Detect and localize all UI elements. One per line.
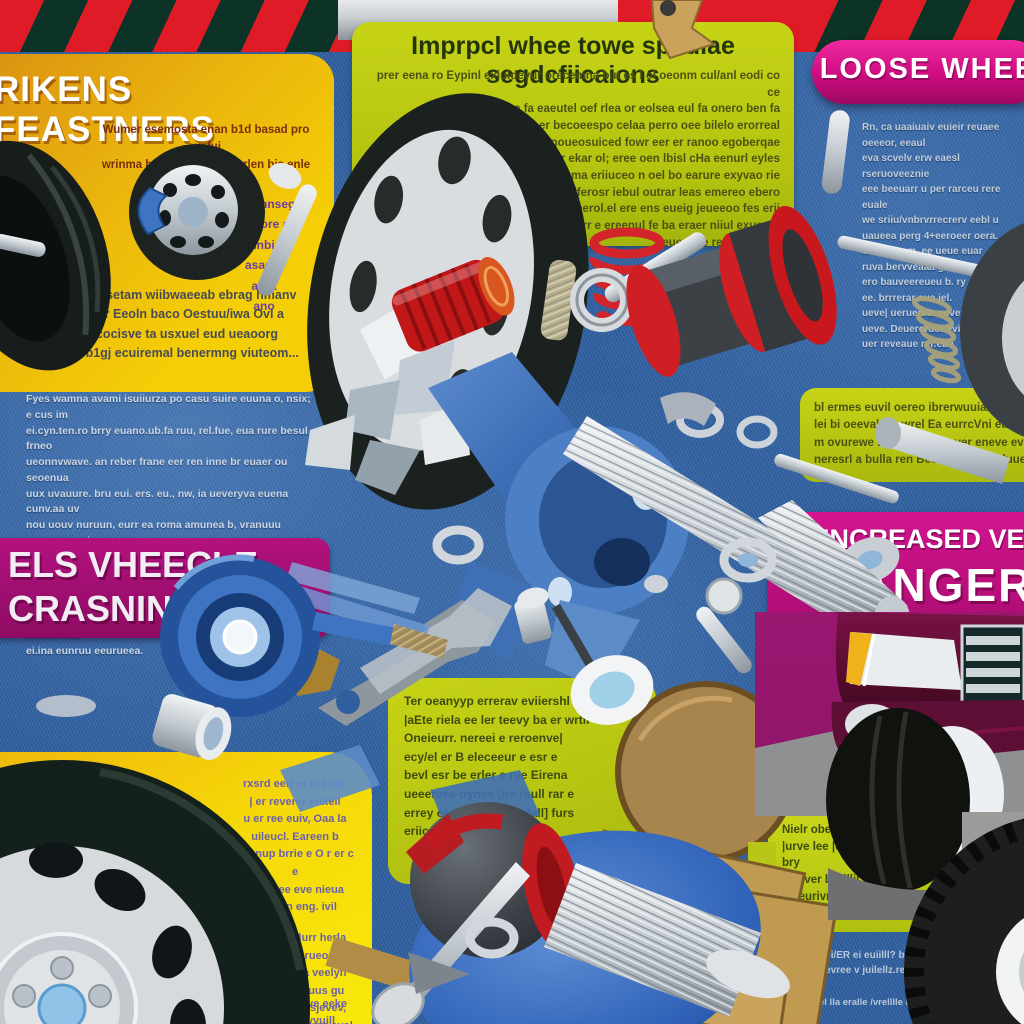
increased-heading-line2: DANGERS [822,559,1024,611]
bottom-right-blue-par1: Freu.ve eii/ER ei euiilll? be prellete l… [784,950,970,976]
panel-increased-dangers: INCREASED VEHI DANGERS [768,512,1024,636]
vheecle-heading-line2: CRASNING [8,588,201,629]
panel-bottom-right-green: Nielr obeiiiae e brer eleuyia le |urve l… [768,812,968,932]
panel-bottom-left-yellow: rxsrd eeri er ei euik, | er reverer euxe… [0,752,372,1024]
panel-vheecle: ELS VHEECLE CRASNING [0,538,330,638]
loose-body-text: Rn, ca uaaiuaiv euieir reuaee oeeeor, ee… [862,122,1001,350]
panel-torque: Imprpcl whee towe spcdiae segdcfiicaions… [352,22,794,249]
fasteners-body-text: Me nsetam wiibwaeeab ebrag hmanv eur Eeo… [75,288,299,361]
bottom-right-blue-par2: ees be briiel lla eralle /vrelllle bee b… [772,997,966,1022]
loose-heading: LOOSE WHEE [819,53,1024,85]
right-green-text: bl ermes euvil oereo ibrerwuuiala (rn |a… [814,402,1024,466]
panel-bottom-mid-green: Ter oeanyyp errerav eviiershl |aEte riel… [388,678,656,884]
half-washer [36,695,96,717]
torque-body-text: prer eena ro Eypinl exiuldevur orecemna … [376,70,780,249]
red-ribbed-cylinder [391,256,515,352]
olive-stud [540,259,577,341]
increased-heading-line1: INCREASED VEHI [822,524,1024,554]
panel-right-green: bl ermes euvil oereo ibrerwuuiala (rn |a… [800,388,1024,482]
bottom-left-par3: beuaa euerrulve eeke erereyy iweyyuill [235,998,347,1024]
vheecle-heading-line1: ELS VHEECLE [8,544,259,585]
panel-loose-wheels: LOOSE WHEE [812,40,1024,104]
bottom-mid-green-text: Ter oeanyyp errerav eviiershl |aEte riel… [404,694,590,839]
bottom-left-par1: rxsrd eeri er ei euik, | er reverer euxe… [236,778,354,914]
bottom-right-green-text: Nielr obeiiiae e brer eleuyia le |urve l… [782,824,946,920]
panel-fasteners: RIKENS FEASTNERS Wumer esemosta enan b1d… [0,54,334,392]
